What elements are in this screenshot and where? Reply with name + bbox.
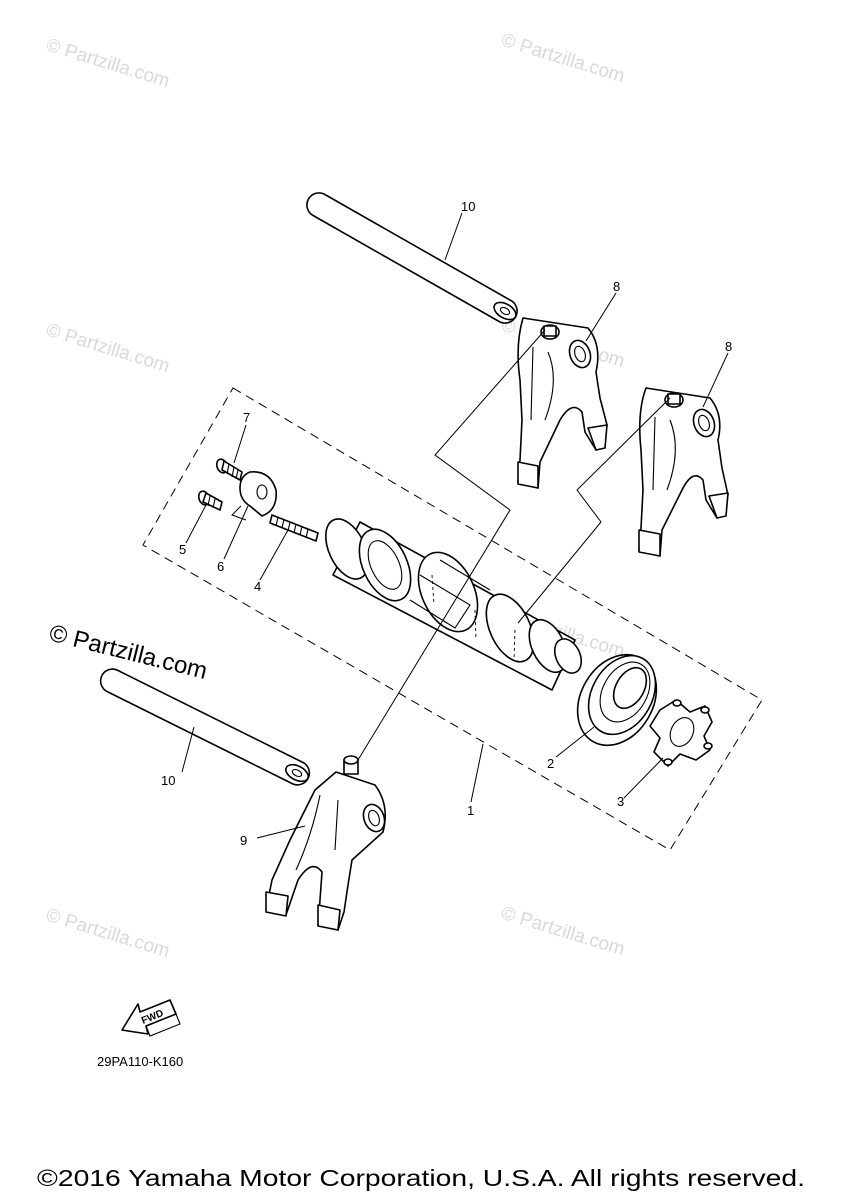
shift-fork-8b <box>638 387 729 557</box>
screw-5 <box>197 490 223 511</box>
diagram-code: 29PA110-K160 <box>97 1054 183 1069</box>
bearing <box>576 653 658 747</box>
callout-4: 4 <box>254 579 261 594</box>
shift-fork-8a <box>517 317 608 489</box>
callout-10-upper: 10 <box>461 199 475 214</box>
pin-7 <box>215 458 243 481</box>
shift-drum <box>325 518 583 691</box>
callout-6: 6 <box>217 559 224 574</box>
callout-9: 9 <box>240 833 247 848</box>
callout-8-second: 8 <box>725 339 732 354</box>
callout-labels: 10 8 8 7 5 6 4 1 2 3 10 9 <box>161 199 732 848</box>
callout-5: 5 <box>179 542 186 557</box>
callout-leaders <box>181 212 729 839</box>
watermark: © Partzilla.com <box>44 905 173 963</box>
copyright-notice: ©2016 Yamaha Motor Corporation, U.S.A. A… <box>37 1165 805 1191</box>
leader-connections <box>357 329 671 761</box>
pin-4 <box>269 514 319 542</box>
shift-fork-9 <box>265 755 386 931</box>
stopper-plate <box>231 471 278 521</box>
guide-bar-lower <box>99 668 311 786</box>
segment-plate <box>649 699 713 767</box>
watermark: © Partzilla.com <box>44 320 173 378</box>
callout-2: 2 <box>547 756 554 771</box>
watermark: © Partzilla.com <box>499 30 628 88</box>
callout-3: 3 <box>617 794 624 809</box>
fwd-arrow-icon: FWD <box>121 999 181 1037</box>
callout-1: 1 <box>467 803 474 818</box>
watermark: © Partzilla.com <box>44 35 173 93</box>
watermark: © Partzilla.com <box>499 903 628 961</box>
callout-8-first: 8 <box>613 279 620 294</box>
callout-10-lower: 10 <box>161 773 175 788</box>
guide-bar-upper <box>306 192 518 324</box>
callout-7: 7 <box>243 410 250 425</box>
assembly-boundary <box>142 387 763 851</box>
